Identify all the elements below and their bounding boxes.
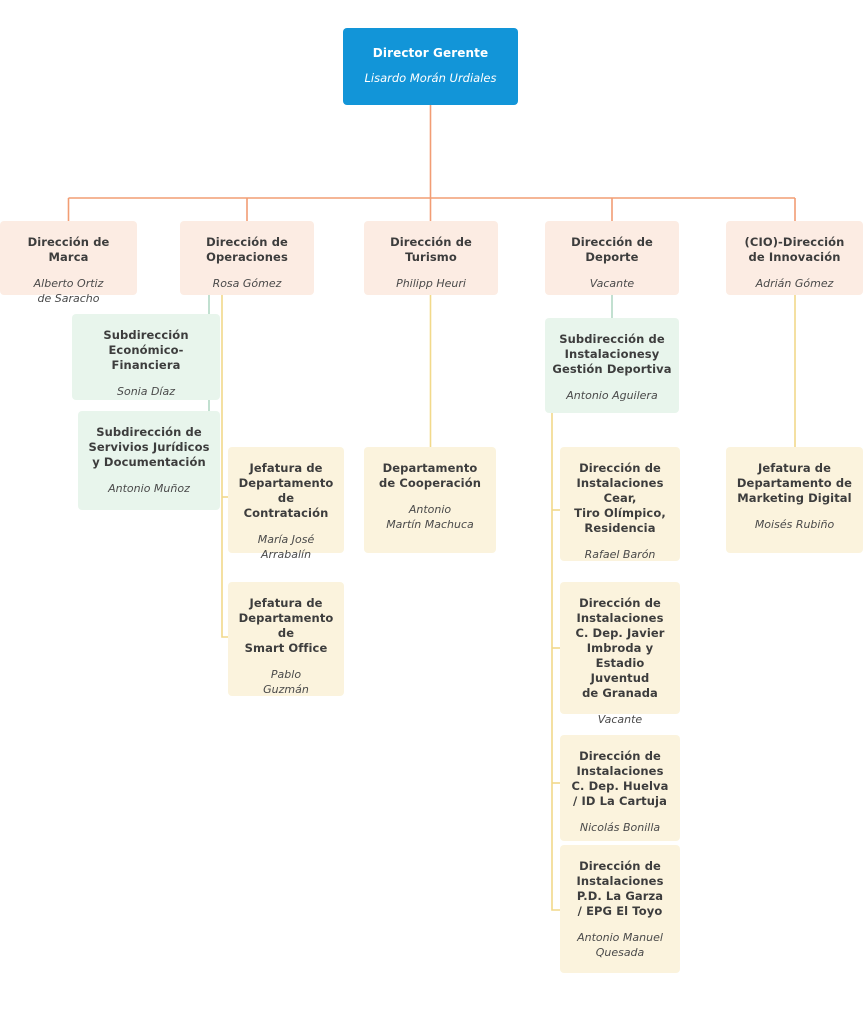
node-title: (CIO)-Dirección de Innovación [744, 235, 845, 264]
node-title: Dirección de Instalaciones Cear, Tiro Ol… [574, 461, 666, 535]
node-title: Jefatura de Departamento de Contratación [238, 461, 334, 520]
node-person: Pablo Guzmán [263, 668, 309, 696]
node-title: Subdirección de Instalacionesy Gestión D… [552, 332, 672, 376]
node-person: Rosa Gómez [212, 277, 282, 290]
node-title: Dirección de Turismo [390, 235, 472, 264]
node-direccion-instalaciones-huelva-cartuja[interactable]: Dirección de Instalaciones C. Dep. Huelv… [560, 735, 680, 841]
node-person: Antonio Martín Machuca [386, 503, 474, 531]
node-direccion-instalaciones-cear[interactable]: Dirección de Instalaciones Cear, Tiro Ol… [560, 447, 680, 561]
node-person: Vacante [589, 277, 635, 290]
node-subdireccion-instalaciones-gestion-deportiva[interactable]: Subdirección de Instalacionesy Gestión D… [545, 318, 679, 413]
node-title: Dirección de Instalaciones P.D. La Garza… [576, 859, 664, 918]
node-person: Antonio Muñoz [108, 482, 190, 495]
node-person: María José Arrabalín [257, 533, 315, 561]
connectors-root-level [67, 105, 796, 221]
node-direccion-de-marca[interactable]: Dirección de Marca Alberto Ortiz de Sara… [0, 221, 137, 305]
node-title: Director Gerente [372, 46, 489, 60]
node-title: Dirección de Deporte [571, 235, 653, 264]
node-title: Jefatura de Departamento de Marketing Di… [736, 461, 853, 505]
node-jefatura-contratacion[interactable]: Jefatura de Departamento de Contratación… [228, 447, 344, 561]
node-title: Dirección de Marca [27, 235, 110, 264]
node-person: Alberto Ortiz de Saracho [33, 277, 104, 305]
node-person: Antonio Manuel Quesada [577, 931, 663, 959]
node-subdireccion-economico-financiera[interactable]: Subdirección Económico-Financiera Sonia … [72, 314, 220, 400]
node-person: Adrián Gómez [755, 277, 834, 290]
node-title: Subdirección de Servivios Jurídicos y Do… [88, 425, 210, 469]
node-direccion-de-operaciones[interactable]: Dirección de Operaciones Rosa Gómez [180, 221, 314, 295]
node-title: Jefatura de Departamento de Smart Office [238, 596, 334, 655]
node-departamento-cooperacion[interactable]: Departamento de Cooperación Antonio Mart… [364, 447, 496, 553]
node-person: Vacante [597, 713, 643, 726]
node-person: Moisés Rubiño [754, 518, 835, 531]
node-title: Dirección de Operaciones [206, 235, 288, 264]
node-title: Dirección de Instalaciones C. Dep. Huelv… [571, 749, 669, 808]
node-direccion-instalaciones-javier-imbroda[interactable]: Dirección de Instalaciones C. Dep. Javie… [560, 582, 680, 726]
node-title: Subdirección Económico-Financiera [103, 328, 189, 372]
node-jefatura-marketing-digital[interactable]: Jefatura de Departamento de Marketing Di… [726, 447, 863, 553]
node-person: Philipp Heuri [396, 277, 466, 290]
node-subdireccion-servicios-juridicos[interactable]: Subdirección de Servivios Jurídicos y Do… [78, 411, 220, 510]
node-director-gerente[interactable]: Director Gerente Lisardo Morán Urdiales [343, 28, 518, 105]
node-direccion-de-deporte[interactable]: Dirección de Deporte Vacante [545, 221, 679, 295]
node-person: Lisardo Morán Urdiales [364, 71, 497, 85]
node-direccion-de-turismo[interactable]: Dirección de Turismo Philipp Heuri [364, 221, 498, 295]
node-title: Dirección de Instalaciones C. Dep. Javie… [575, 596, 665, 700]
node-person: Sonia Díaz [116, 385, 176, 398]
node-cio-direccion-de-innovacion[interactable]: (CIO)-Dirección de Innovación Adrián Góm… [726, 221, 863, 295]
node-person: Antonio Aguilera [566, 389, 658, 402]
node-person: Rafael Barón [584, 548, 656, 561]
node-direccion-instalaciones-la-garza-el-toyo[interactable]: Dirección de Instalaciones P.D. La Garza… [560, 845, 680, 973]
node-person: Nicolás Bonilla [579, 821, 661, 834]
node-title: Departamento de Cooperación [379, 461, 481, 490]
node-jefatura-smart-office[interactable]: Jefatura de Departamento de Smart Office… [228, 582, 344, 696]
